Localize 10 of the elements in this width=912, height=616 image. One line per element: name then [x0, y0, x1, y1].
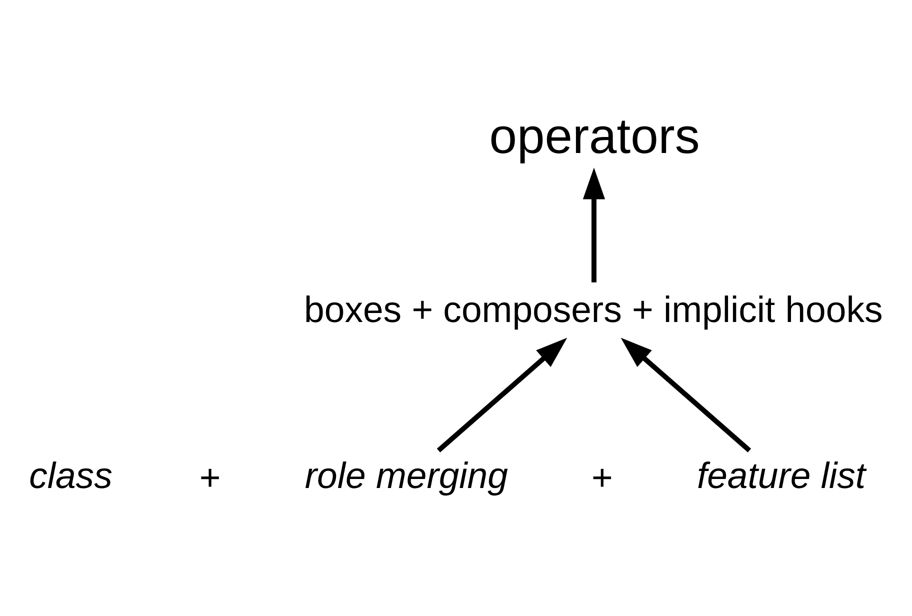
node-text: feature list — [696, 454, 866, 496]
node-text: role merging — [304, 454, 508, 496]
node-text: class — [28, 454, 112, 496]
node-text: operators — [488, 108, 700, 164]
label: + — [198, 456, 220, 498]
arrow — [582, 167, 605, 282]
node-text: boxes + composers + implicit hooks — [304, 288, 882, 330]
arrow — [620, 337, 751, 452]
arrow — [436, 337, 567, 452]
label: + — [590, 456, 612, 498]
